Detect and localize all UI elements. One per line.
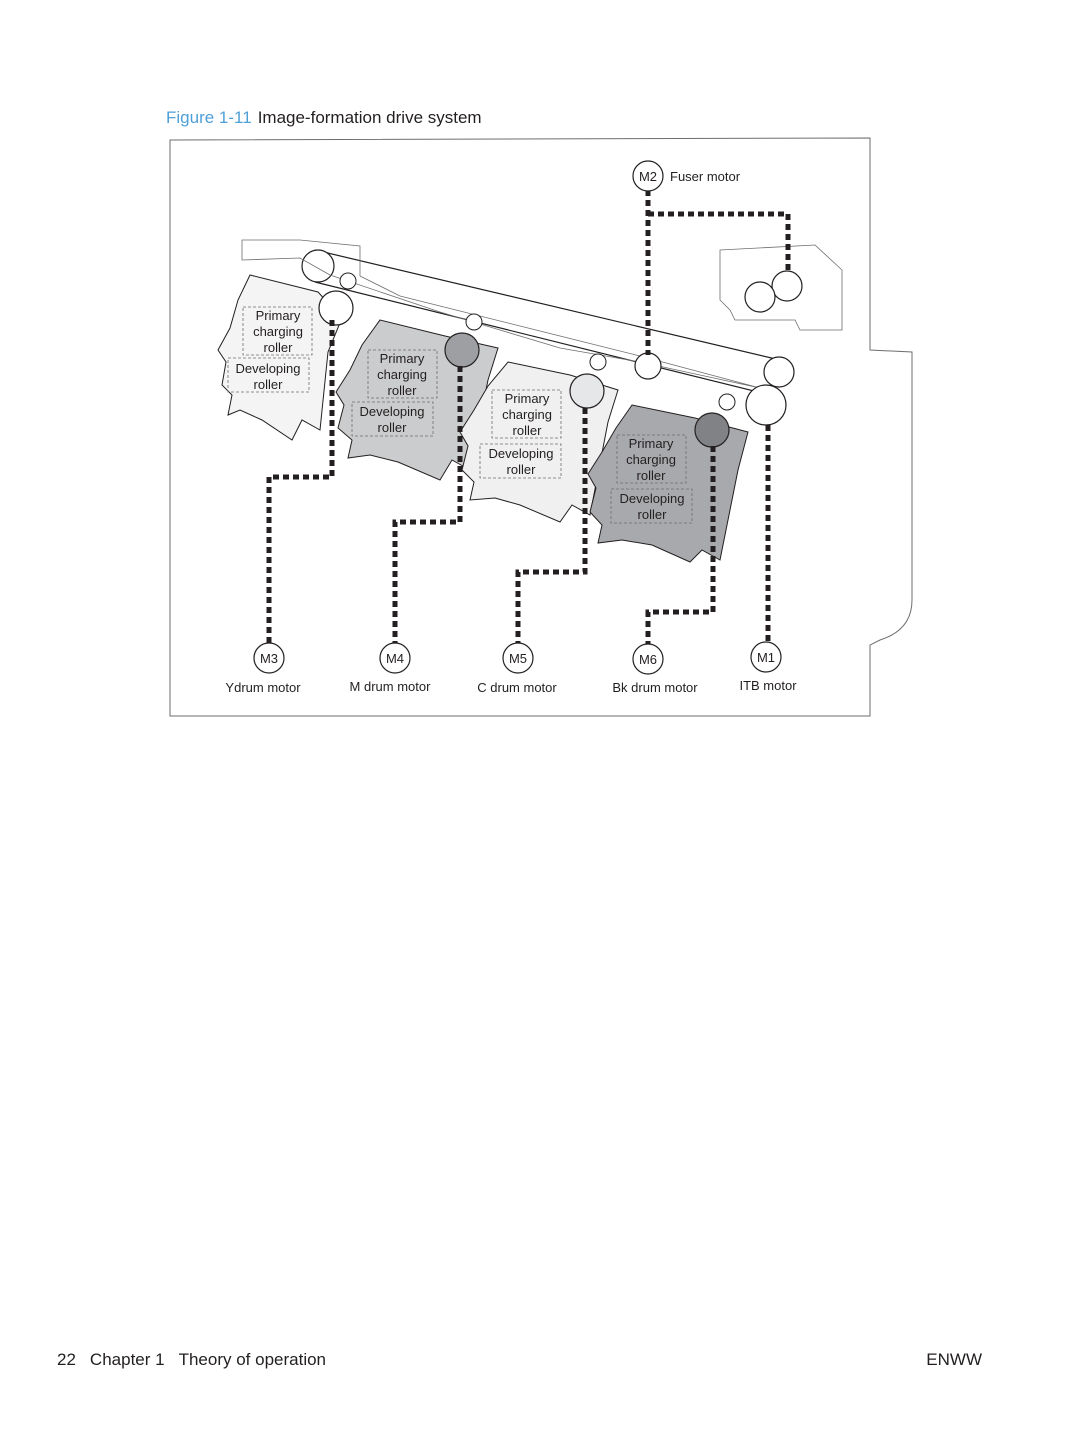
figure-number: Figure 1-11 <box>166 108 252 127</box>
motor-m3: M3 Ydrum motor <box>225 642 301 695</box>
housing-outline <box>169 137 913 717</box>
bk-dev-line1: Developing <box>619 491 684 506</box>
y-primary-line1: Primary <box>256 308 301 323</box>
figure-title: Image-formation drive system <box>257 108 482 127</box>
page-footer-right: ENWW <box>926 1350 982 1369</box>
m-primary-line2: charging <box>377 367 427 382</box>
c-dev-line1: Developing <box>488 446 553 461</box>
motor-m6-label: Bk drum motor <box>612 680 698 695</box>
bk-primary-line2: charging <box>626 452 676 467</box>
c-primary-line3: roller <box>513 423 543 438</box>
y-primary-line2: charging <box>253 324 303 339</box>
bk-dev-line2: roller <box>638 507 668 522</box>
fuser-unit <box>719 244 843 331</box>
m-primary-line1: Primary <box>380 351 425 366</box>
drive-system-diagram: M2 Fuser motor Primary charging roller D… <box>169 137 913 717</box>
motor-m1: M1 ITB motor <box>739 641 797 693</box>
chapter-label: Chapter 1 <box>89 1350 165 1369</box>
m-dev-line1: Developing <box>359 404 424 419</box>
cartridge-m-labels: Primary charging roller Developing rolle… <box>351 349 438 437</box>
m-primary-line3: roller <box>388 383 418 398</box>
section-title: Theory of operation <box>178 1350 327 1369</box>
motor-m4-label: M drum motor <box>350 679 432 694</box>
y-dev-line2: roller <box>254 377 284 392</box>
fuser-motor: M2 Fuser motor <box>632 160 741 192</box>
motor-m6: M6 Bk drum motor <box>612 643 698 695</box>
motor-m1-label: ITB motor <box>739 678 797 693</box>
c-dev-line2: roller <box>507 462 537 477</box>
c-primary-line2: charging <box>502 407 552 422</box>
bk-primary-line3: roller <box>637 468 667 483</box>
fuser-motor-id: M2 <box>639 169 657 184</box>
motor-m4-id: M4 <box>386 651 404 666</box>
motor-m6-id: M6 <box>639 652 657 667</box>
cartridge-y-labels: Primary charging roller Developing rolle… <box>227 306 313 393</box>
fuser-motor-label: Fuser motor <box>670 169 741 184</box>
motor-m5: M5 C drum motor <box>477 642 557 695</box>
upper-tray <box>241 239 761 389</box>
motor-m5-id: M5 <box>509 651 527 666</box>
drive-lines <box>266 190 791 645</box>
m-dev-line2: roller <box>378 420 408 435</box>
bk-primary-line1: Primary <box>629 436 674 451</box>
cartridge-bk-labels: Primary charging roller Developing rolle… <box>610 434 693 524</box>
figure-caption: Figure 1-11 Image-formation drive system <box>166 108 482 128</box>
motor-m3-label: Ydrum motor <box>225 680 301 695</box>
cartridge-c-labels: Primary charging roller Developing rolle… <box>479 389 562 479</box>
page-number: 22 <box>57 1350 76 1369</box>
y-primary-line3: roller <box>264 340 294 355</box>
motor-m1-id: M1 <box>757 650 775 665</box>
motor-m3-id: M3 <box>260 651 278 666</box>
motor-m4: M4 M drum motor <box>350 642 432 694</box>
c-primary-line1: Primary <box>505 391 550 406</box>
y-dev-line1: Developing <box>235 361 300 376</box>
motor-m5-label: C drum motor <box>477 680 557 695</box>
page-footer-left: 22 Chapter 1 Theory of operation <box>57 1350 326 1370</box>
itb-belt <box>301 249 795 396</box>
